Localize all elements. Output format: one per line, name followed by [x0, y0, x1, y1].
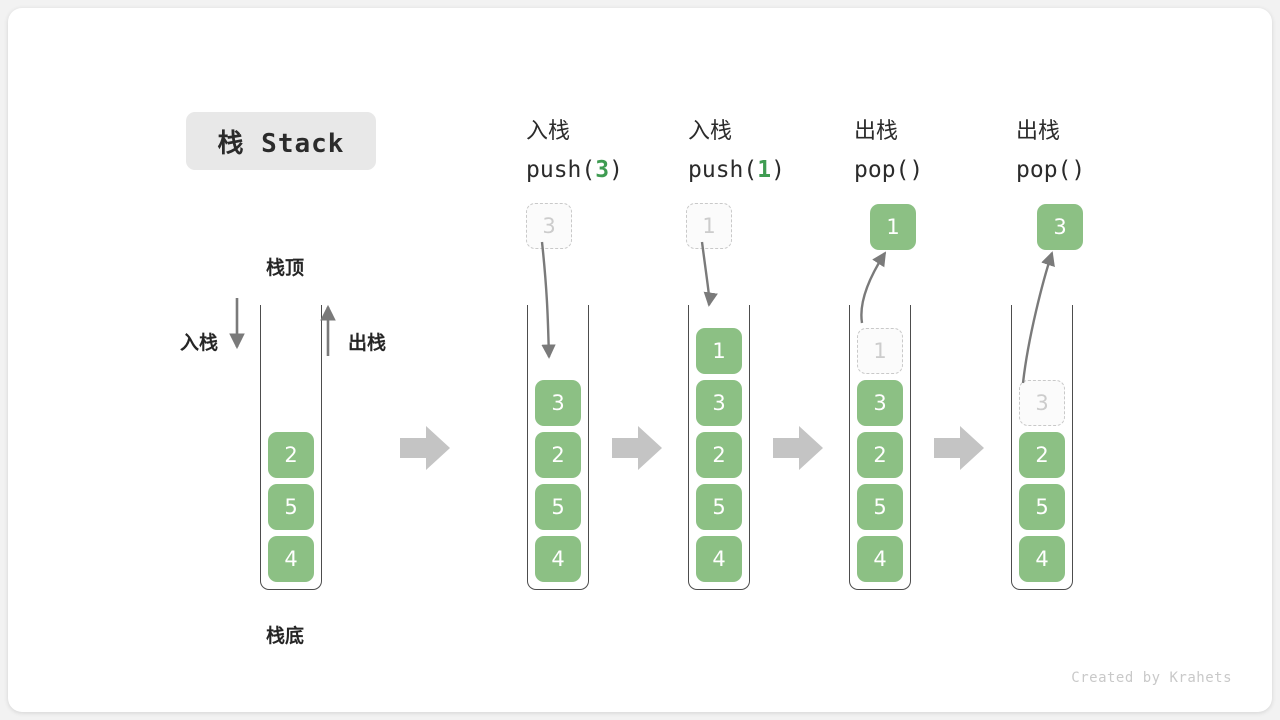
step-title: 入栈: [526, 119, 571, 144]
footer-credit: Created by Krahets: [1071, 670, 1232, 686]
stack-container-step3: [849, 305, 911, 590]
step-code: push(3): [526, 151, 716, 189]
popped-value-box: 1: [870, 204, 916, 250]
step-code: pop(): [854, 151, 1044, 189]
stack-cell: 2: [696, 432, 742, 478]
stack-cell: 4: [696, 536, 742, 582]
stack-container-step1: [527, 305, 589, 590]
flow-arrow: [400, 426, 450, 470]
step-title: 入栈: [688, 119, 733, 144]
ghost-popped-cell: 1: [857, 328, 903, 374]
code-prefix: pop(: [854, 157, 910, 183]
code-prefix: push(: [526, 157, 596, 183]
code-prefix: pop(: [1016, 157, 1072, 183]
stack-cell: 4: [857, 536, 903, 582]
popped-value-box: 3: [1037, 204, 1083, 250]
pop-direction-label: 出栈: [348, 332, 387, 354]
stack-cell: 2: [857, 432, 903, 478]
stack-cell: 5: [857, 484, 903, 530]
stack-top-label: 栈顶: [266, 257, 305, 279]
flow-arrow: [934, 426, 984, 470]
stack-container-step2: [688, 305, 750, 590]
code-suffix: ): [771, 157, 785, 183]
diagram-card: 栈 Stack 栈顶 入栈 出栈 2 5 4 栈底 入栈 push(3) 3 3…: [8, 8, 1272, 712]
code-prefix: push(: [688, 157, 758, 183]
stack-cell: 3: [696, 380, 742, 426]
stack-container-step4: [1011, 305, 1073, 590]
flow-arrow: [612, 426, 662, 470]
title-badge: 栈 Stack: [186, 112, 376, 170]
ghost-popped-cell: 3: [1019, 380, 1065, 426]
code-suffix: ): [1071, 157, 1086, 183]
stack-cell: 5: [535, 484, 581, 530]
stack-cell: 3: [535, 380, 581, 426]
incoming-ghost-cell: 3: [526, 203, 572, 249]
stack-cell: 5: [1019, 484, 1065, 530]
stack-cell: 3: [857, 380, 903, 426]
code-suffix: ): [609, 157, 623, 183]
step-code: push(1): [688, 151, 878, 189]
step-title: 出栈: [1016, 119, 1061, 144]
code-value: 1: [757, 157, 772, 183]
step-header-push-1: 入栈 push(1): [688, 113, 878, 189]
title-text: 栈 Stack: [217, 128, 345, 159]
push-direction-label: 入栈: [180, 332, 219, 354]
flow-arrow: [773, 426, 823, 470]
stack-cell: 5: [696, 484, 742, 530]
step-title: 出栈: [854, 119, 899, 144]
stack-cell: 2: [1019, 432, 1065, 478]
stack-cell: 1: [696, 328, 742, 374]
incoming-ghost-cell: 1: [686, 203, 732, 249]
stack-bottom-label: 栈底: [266, 625, 305, 647]
step-header-push-3: 入栈 push(3): [526, 113, 716, 189]
code-value: 3: [595, 157, 610, 183]
stack-cell: 2: [535, 432, 581, 478]
push-flow-arrow: [700, 241, 718, 307]
step-header-pop-1: 出栈 pop(): [854, 113, 1044, 189]
stack-cell: 4: [535, 536, 581, 582]
stack-cell: 5: [268, 484, 314, 530]
step-code: pop(): [1016, 151, 1206, 189]
stack-container-initial: [260, 305, 322, 590]
code-suffix: ): [909, 157, 924, 183]
step-header-pop-3: 出栈 pop(): [1016, 113, 1206, 189]
stack-cell: 2: [268, 432, 314, 478]
stack-cell: 4: [268, 536, 314, 582]
stack-cell: 4: [1019, 536, 1065, 582]
